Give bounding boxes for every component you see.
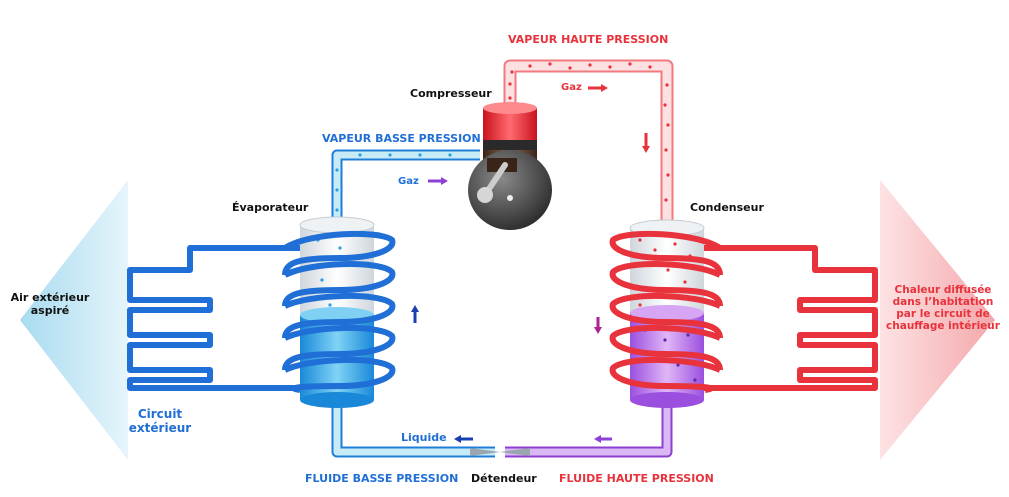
compressor bbox=[468, 102, 552, 230]
label-circuit-exterieur: Circuit extérieur bbox=[128, 407, 192, 435]
label-evaporateur: Évaporateur bbox=[232, 201, 309, 214]
label-chaleur-diffusee: Chaleur diffusée dans l’habitation par l… bbox=[886, 284, 1000, 333]
indoor-circuit-coil bbox=[700, 245, 878, 391]
condenser-cylinder bbox=[629, 219, 705, 408]
flow-arrow-down-right bbox=[642, 133, 650, 153]
label-fluide-basse-pression: FLUIDE BASSE PRESSION bbox=[305, 472, 459, 485]
label-liquide: Liquide bbox=[401, 431, 447, 444]
flow-arrow-bottom-right bbox=[594, 435, 612, 443]
label-detendeur: Détendeur bbox=[471, 472, 537, 485]
indoor-heat-arrow bbox=[880, 180, 995, 460]
condenser-helix bbox=[609, 230, 723, 393]
label-vapeur-haute-pression: VAPEUR HAUTE PRESSION bbox=[508, 33, 669, 46]
flow-arrow-liquide bbox=[454, 435, 473, 443]
flow-arrow-down-condenser bbox=[594, 317, 602, 334]
expansion-valve bbox=[470, 448, 530, 456]
evaporator-helix bbox=[282, 230, 396, 393]
flow-arrow-gaz-right bbox=[588, 84, 608, 92]
outdoor-circuit-coil bbox=[127, 245, 300, 391]
flow-arrow-up-evaporator bbox=[411, 305, 419, 323]
evaporator-cylinder bbox=[299, 216, 375, 408]
vapor-bubbles bbox=[508, 62, 670, 202]
low-pressure-vapor-pipe bbox=[331, 149, 480, 225]
flow-arrow-gaz-left bbox=[428, 177, 448, 185]
high-pressure-fluid-pipe bbox=[505, 400, 673, 458]
outdoor-air-arrow bbox=[20, 180, 128, 460]
label-compresseur: Compresseur bbox=[410, 87, 492, 100]
label-condenseur: Condenseur bbox=[690, 201, 764, 214]
label-gaz-right: Gaz bbox=[561, 82, 582, 93]
label-gaz-left: Gaz bbox=[398, 176, 419, 187]
label-air-exterieur: Air extérieur aspiré bbox=[10, 291, 90, 317]
label-vapeur-basse-pression: VAPEUR BASSE PRESSION bbox=[322, 132, 481, 145]
label-fluide-haute-pression: FLUIDE HAUTE PRESSION bbox=[559, 472, 714, 485]
